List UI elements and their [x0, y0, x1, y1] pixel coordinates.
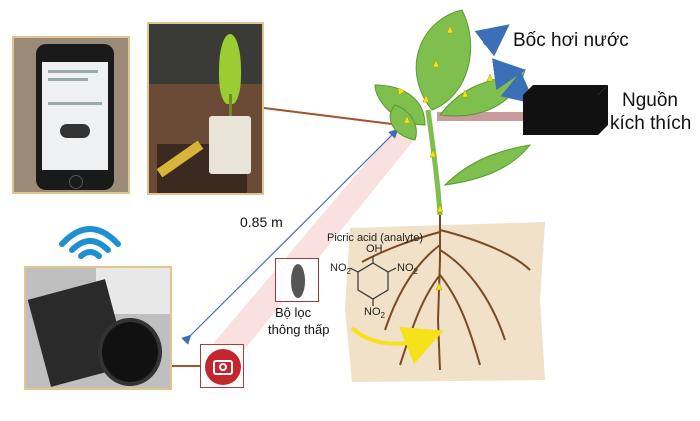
wifi-icon [59, 226, 121, 259]
pot-connector-line [263, 107, 393, 125]
camera-lens [98, 318, 162, 386]
lowpass-filter-box [275, 258, 319, 302]
filter-label-line1: Bộ lọc [275, 305, 312, 320]
plant-stem [425, 109, 443, 216]
evaporation-label: Bốc hơi nước [513, 30, 629, 51]
analyte-label: Picric acid (analyte) [327, 232, 423, 244]
no2-right-label: NO2 [397, 262, 418, 277]
stimulus-beam [437, 112, 523, 121]
camera-icon [205, 349, 241, 385]
no2-bottom-label: NO2 [364, 306, 385, 321]
camera-module-photo [24, 266, 172, 390]
transport-arrows [397, 25, 494, 291]
filter-label-line2: thông thấp [268, 322, 330, 337]
no2-left-label: NO2 [330, 262, 351, 277]
small-plant [219, 34, 241, 104]
oh-label: OH [366, 243, 383, 255]
distance-label: 0.85 m [240, 214, 283, 230]
stimulus-source [523, 85, 608, 135]
phone-screen [42, 62, 108, 170]
uptake-arrow [350, 326, 444, 364]
lens-filter-icon [291, 264, 305, 298]
stimulus-label-line1: Nguồn [622, 90, 678, 111]
phone-photo [12, 36, 130, 194]
stimulus-label-line2: kích thích [610, 113, 692, 134]
distance-arrow [181, 128, 399, 345]
picric-acid-structure [349, 256, 397, 306]
phone-device [36, 44, 114, 190]
evaporation-arrows [474, 24, 536, 105]
camera-box [200, 344, 244, 388]
